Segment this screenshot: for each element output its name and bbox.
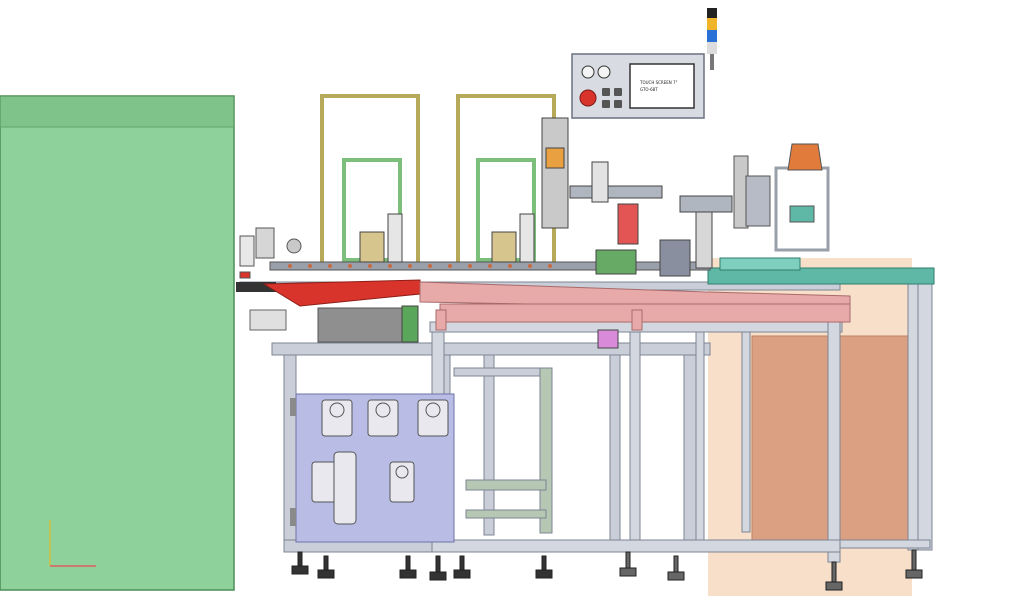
emergency-stop-icon[interactable] xyxy=(579,89,597,107)
pink-conveyor xyxy=(419,281,851,331)
selector-switch-icon[interactable] xyxy=(597,65,611,79)
teal-track xyxy=(707,257,935,285)
axis-indicator-icon xyxy=(49,520,96,567)
green-cabinet xyxy=(0,95,235,591)
left-feed-mechanism xyxy=(239,227,302,279)
gantry-frames xyxy=(320,94,556,268)
touch-screen-model: GTO-68T xyxy=(640,87,658,92)
red-feed-chute xyxy=(262,279,421,307)
signal-tower-icon xyxy=(707,8,717,70)
station-mechanisms xyxy=(359,117,733,349)
touch-screen-label: TOUCH SCREEN 7" xyxy=(639,80,678,85)
pneumatic-panel xyxy=(290,393,455,543)
push-button-icon[interactable] xyxy=(602,88,622,108)
parts-rail xyxy=(269,261,711,271)
leveling-feet xyxy=(291,549,923,591)
panel-hinge-icon xyxy=(290,398,296,526)
loading-tower xyxy=(733,143,830,252)
control-panel: TOUCH SCREEN 7" GTO-68T xyxy=(571,53,705,119)
selector-switch-icon[interactable] xyxy=(581,65,595,79)
regulator-valve-icon xyxy=(311,399,449,525)
touch-screen[interactable] xyxy=(629,63,695,109)
